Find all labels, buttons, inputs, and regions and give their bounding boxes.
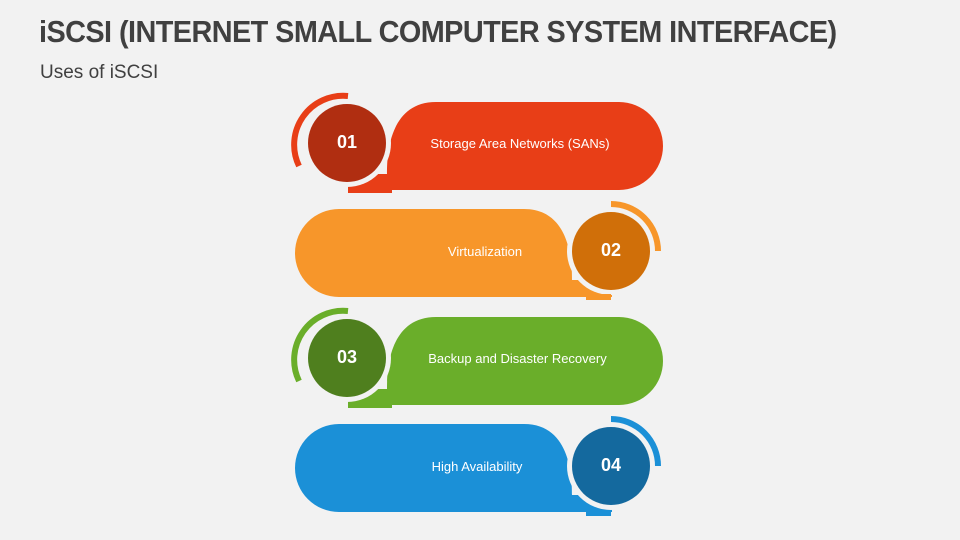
item-2-label: Virtualization <box>447 244 523 259</box>
item-4-ring-arc <box>610 416 661 467</box>
item-4-shape <box>295 416 661 516</box>
item-3-shape <box>291 307 663 408</box>
item-4-number-circle <box>572 427 650 505</box>
item-2-number: 02 <box>600 240 622 260</box>
item-1-pill <box>348 102 663 190</box>
item-4-pill <box>295 424 612 512</box>
item-3-label: Backup and Disaster Recovery <box>428 351 607 366</box>
item-3-number-circle <box>308 319 386 397</box>
item-2-ring-arc <box>610 201 661 252</box>
item-2-shape <box>295 201 661 300</box>
item-1-number-circle <box>308 104 386 182</box>
item-4-label: High Availability <box>431 459 523 474</box>
item-3-number: 03 <box>336 347 358 367</box>
page-subtitle: Uses of iSCSI <box>40 62 159 83</box>
page-title: iSCSI (INTERNET SMALL COMPUTER SYSTEM IN… <box>39 14 837 49</box>
item-1-shape <box>291 92 663 193</box>
item-1-ring-arc <box>291 92 349 168</box>
item-2-pill <box>295 209 612 297</box>
item-1-number: 01 <box>336 132 358 152</box>
item-3-pill <box>348 317 663 405</box>
item-3-ring-arc <box>291 307 349 383</box>
item-2-number-circle <box>572 212 650 290</box>
item-1-label: Storage Area Networks (SANs) <box>430 136 610 151</box>
item-4-number: 04 <box>600 455 622 475</box>
